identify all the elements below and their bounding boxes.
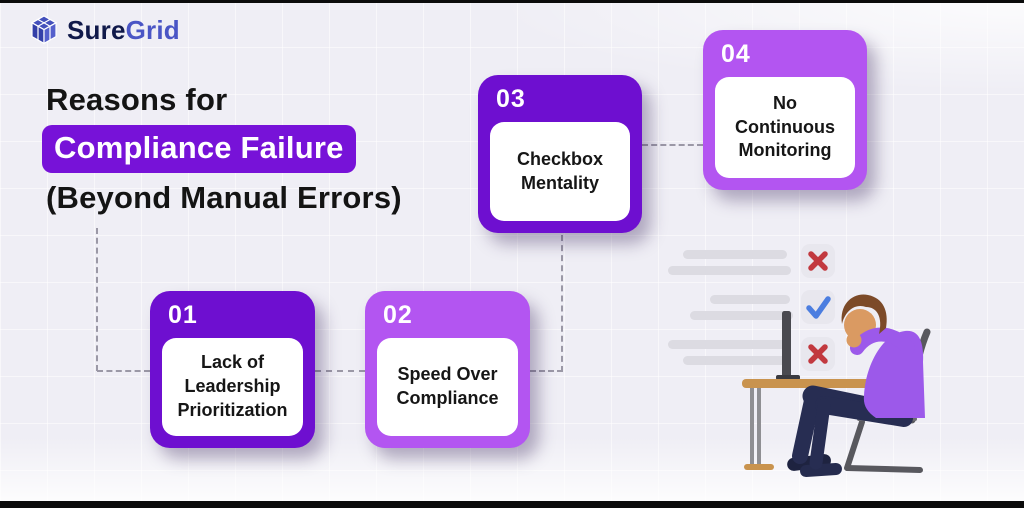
text-line (683, 356, 789, 365)
card-01: 01 Lack of Leadership Prioritization (150, 291, 315, 448)
text-line (683, 250, 787, 259)
card-03-number: 03 (496, 85, 526, 113)
check-icon (806, 296, 831, 319)
title-line-3: (Beyond Manual Errors) (46, 180, 402, 215)
text-line (690, 311, 793, 320)
connector-title-vertical (96, 228, 98, 371)
hair (841, 294, 887, 334)
text-line (710, 295, 790, 304)
hand (846, 332, 862, 348)
card-03-label: Checkbox Mentality (516, 148, 604, 193)
page-title: Reasons for Compliance Failure (Beyond M… (42, 82, 402, 215)
title-highlight: Compliance Failure (42, 125, 356, 173)
suregrid-logo: SureGrid (28, 13, 180, 47)
arm (850, 327, 915, 355)
card-01-number: 01 (168, 301, 198, 329)
connector-card3-to-card4 (642, 144, 703, 146)
frustrated-worker-illustration (668, 244, 931, 478)
cube-logo-icon (30, 15, 58, 45)
card-02-number: 02 (383, 301, 413, 329)
status-tile (801, 290, 835, 324)
logo-text-grid: Grid (125, 14, 180, 45)
card-02-body: Speed Over Compliance (377, 338, 518, 436)
connector-card2-to-card3 (561, 235, 563, 372)
card-02: 02 Speed Over Compliance (365, 291, 530, 448)
card-03: 03 Checkbox Mentality (478, 75, 642, 233)
card-01-label: Lack of Leadership Prioritization (177, 352, 288, 420)
card-03-body: Checkbox Mentality (490, 122, 630, 221)
text-line (668, 340, 790, 349)
title-line-1: Reasons for (46, 82, 228, 117)
status-icons-group (801, 244, 835, 371)
card-02-label: Speed Over Compliance (396, 364, 499, 408)
connector-card2-horizontal (530, 370, 563, 372)
connector-card1-to-card2 (315, 370, 365, 372)
card-04-body: No Continuous Monitoring (715, 77, 855, 178)
card-01-body: Lack of Leadership Prioritization (162, 338, 303, 436)
card-04: 04 No Continuous Monitoring (703, 30, 867, 190)
logo-text: SureGrid (67, 15, 180, 46)
x-icon (808, 344, 828, 364)
x-icon (808, 251, 828, 271)
connector-title-to-card1 (97, 370, 150, 372)
monitor-icon (776, 311, 800, 380)
card-04-label: No Continuous Monitoring (735, 92, 835, 161)
card-04-number: 04 (721, 40, 751, 68)
logo-text-sure: Sure (67, 14, 126, 45)
bottom-letterbox-bar (0, 501, 1024, 508)
top-letterbox-bar (0, 0, 1024, 3)
text-line (668, 266, 791, 275)
text-lines-group (668, 250, 793, 365)
